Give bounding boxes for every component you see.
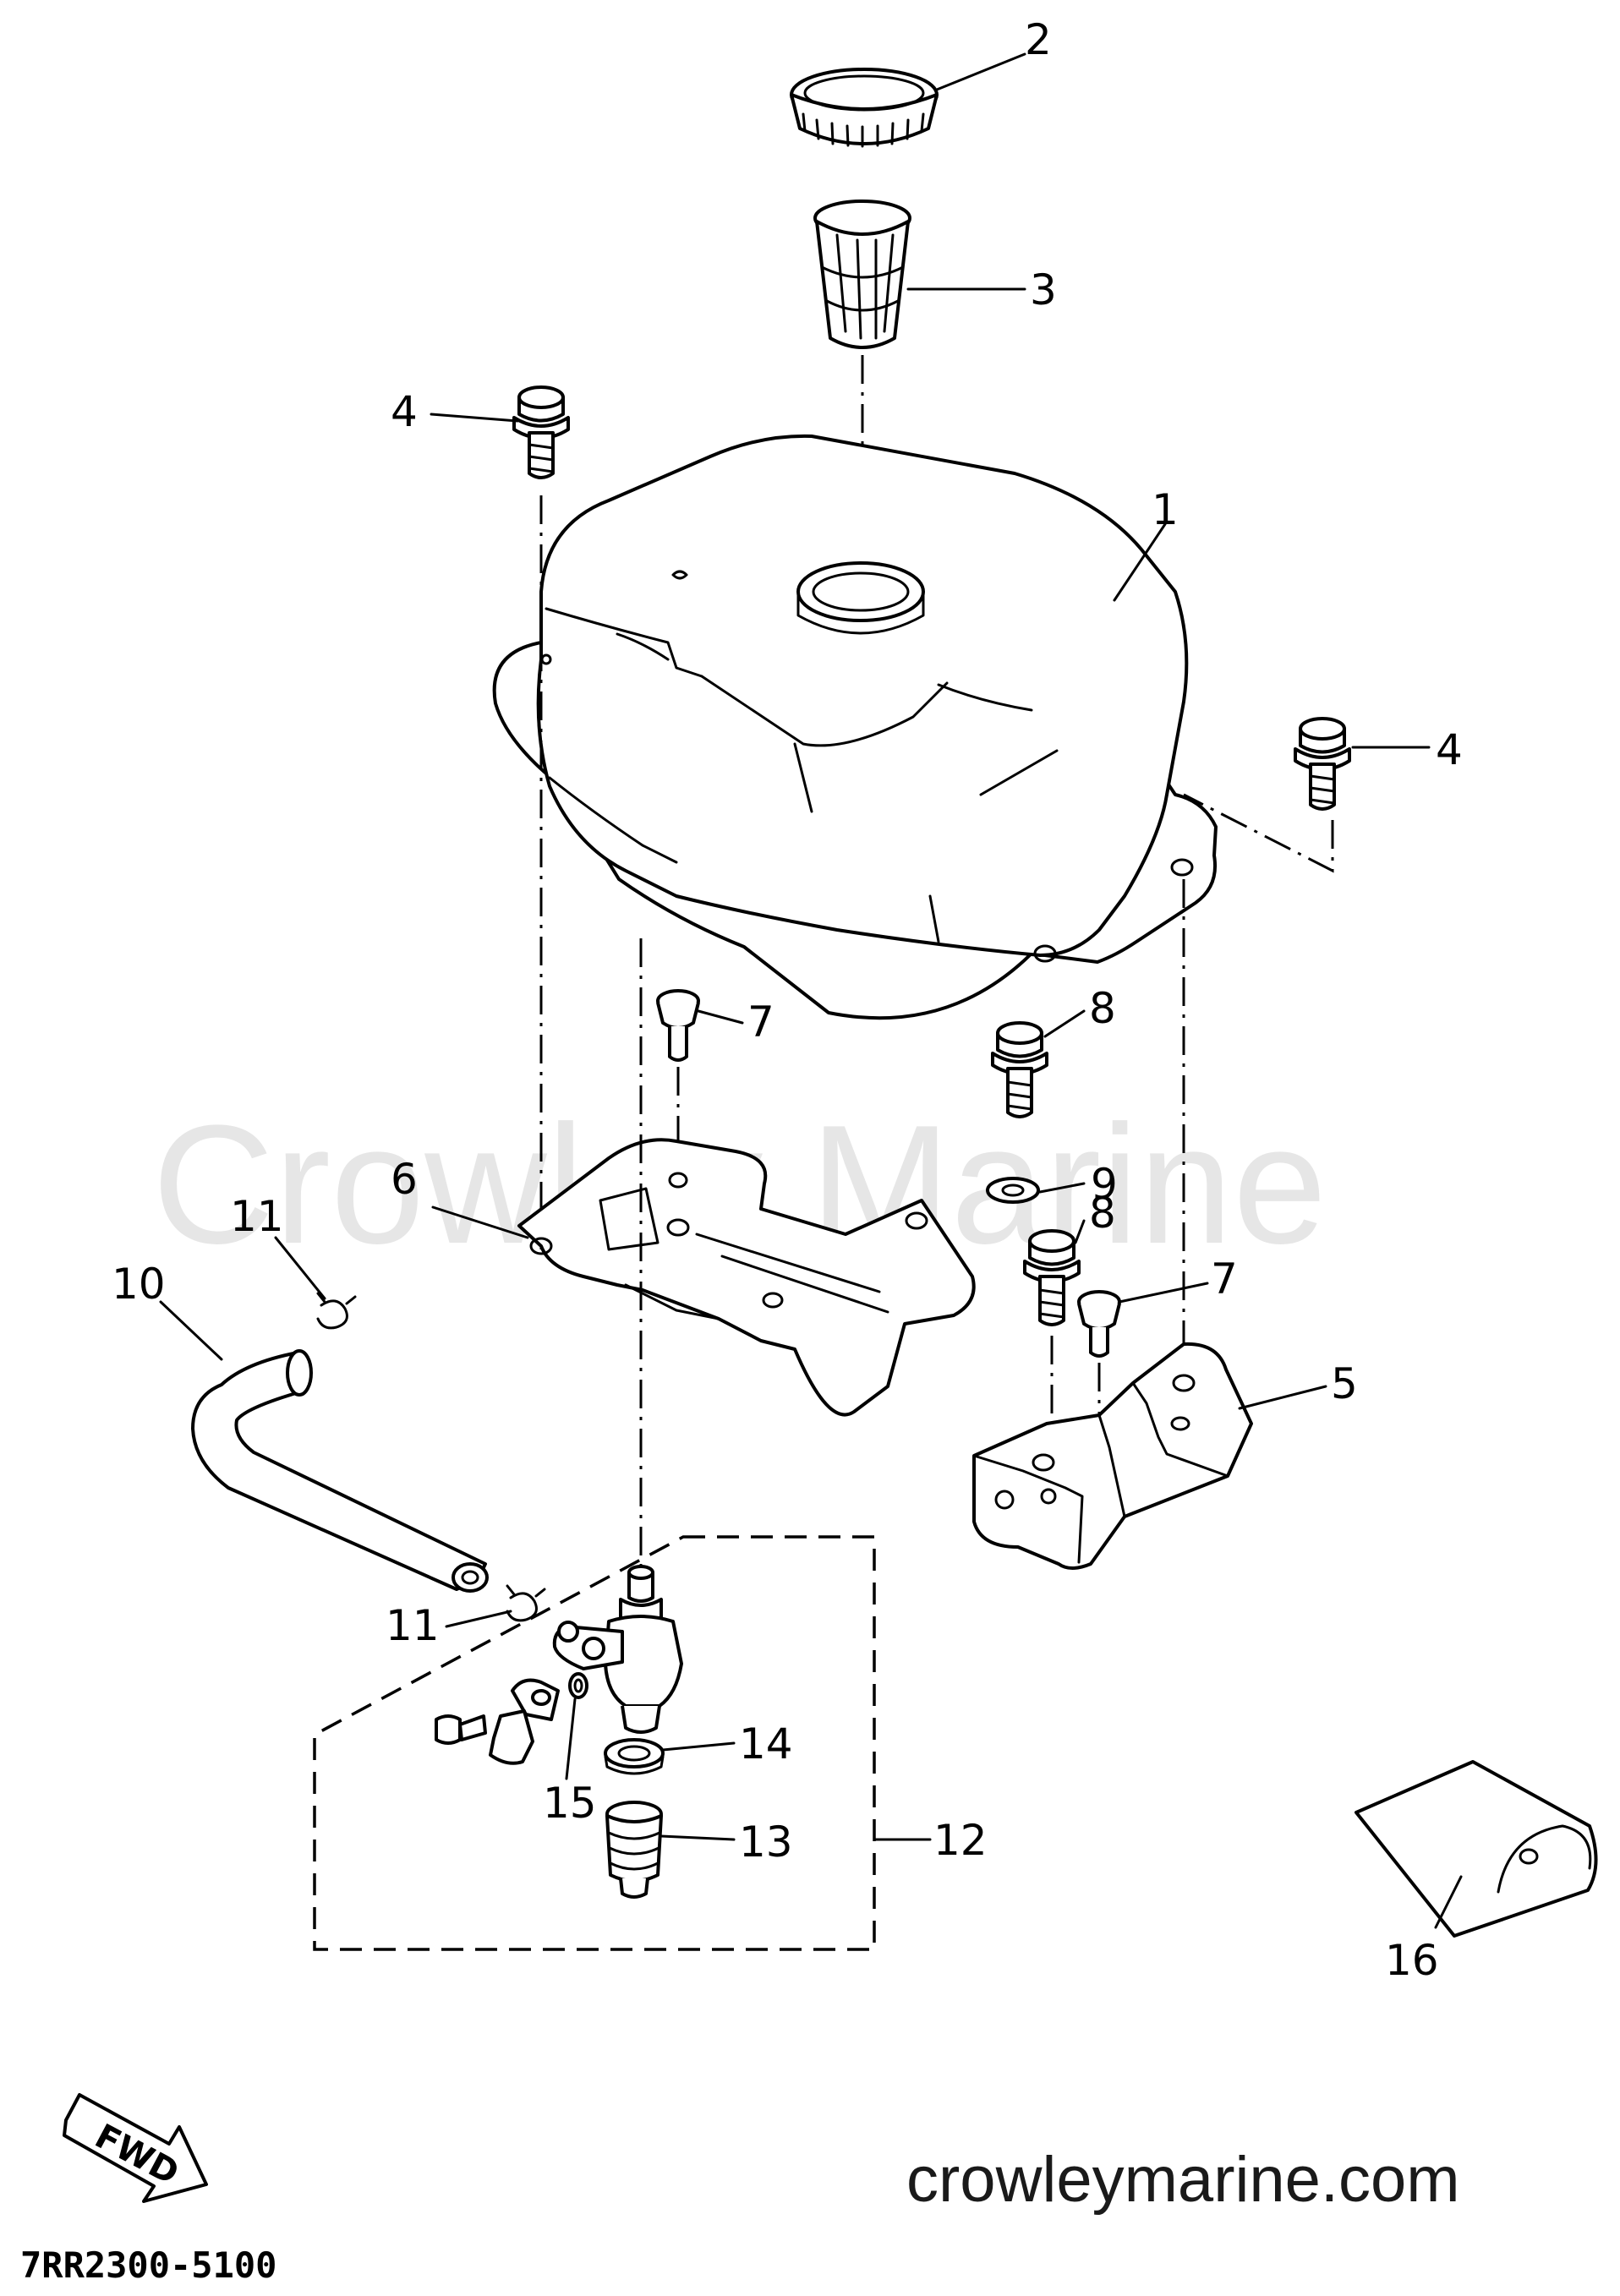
tank-bolt-left (512, 385, 570, 479)
callout-7a: 7 (747, 998, 774, 1047)
manual-bag-part (1355, 1760, 1598, 1938)
fuel-hose-part (191, 1349, 489, 1593)
callout-8a: 8 (1089, 984, 1116, 1033)
callout-15: 15 (543, 1779, 597, 1828)
callout-12: 12 (933, 1816, 988, 1865)
website-label: crowleymarine.com (906, 2144, 1460, 2216)
callout-4a: 4 (391, 387, 418, 436)
centerline-bolt-right (1183, 793, 1334, 873)
callout-8b: 8 (1089, 1189, 1116, 1238)
fuel-cock-assembly-box (313, 1535, 876, 1951)
leader-1 (1113, 522, 1167, 602)
clip-lower (506, 1584, 546, 1622)
bracket-part (972, 1342, 1253, 1570)
callout-2: 2 (1025, 15, 1052, 64)
leader-8b (1074, 1219, 1086, 1244)
tank-bottom-plate (517, 1138, 976, 1417)
fuel-cup-part (605, 1801, 663, 1899)
fuel-tank-part (492, 434, 1218, 1020)
gasket-part (604, 1738, 665, 1775)
grommet-lower (1077, 1290, 1121, 1358)
leader-7b (1118, 1282, 1209, 1304)
callout-10: 10 (112, 1260, 166, 1309)
leader-11b (445, 1610, 512, 1628)
forward-direction-arrow: FWD (63, 2093, 208, 2203)
leader-13 (659, 1834, 736, 1841)
callout-11a: 11 (230, 1192, 284, 1241)
clip-upper (316, 1292, 357, 1330)
o-ring-part (568, 1672, 588, 1699)
leader-8a (1043, 1009, 1086, 1038)
leader-5 (1238, 1385, 1327, 1410)
callout-13: 13 (739, 1818, 793, 1867)
leader-16 (1434, 1875, 1463, 1929)
callout-3: 3 (1030, 265, 1057, 314)
callout-4b: 4 (1436, 725, 1463, 774)
callout-1: 1 (1152, 485, 1179, 534)
drawing-code: 7RR2300-5100 (20, 2244, 276, 2286)
leader-11a (274, 1236, 326, 1300)
callout-6: 6 (391, 1155, 418, 1204)
fuel-cock-screw (435, 1714, 487, 1745)
leader-10 (159, 1300, 223, 1361)
callout-9: 9 (1091, 1160, 1118, 1209)
leader-14 (661, 1741, 736, 1752)
callout-11b: 11 (386, 1601, 440, 1650)
washer-part (986, 1177, 1040, 1204)
fuel-strainer-part (813, 200, 911, 349)
fuel-cap-part (790, 68, 939, 148)
leader-15 (565, 1697, 577, 1780)
fuel-cock-part (489, 1565, 683, 1765)
leader-7a (697, 1009, 744, 1025)
tank-bolt-right (1294, 717, 1351, 811)
grommet-upper (656, 989, 700, 1062)
bolt-upper (991, 1021, 1048, 1118)
leader-2 (935, 52, 1026, 91)
bolt-lower (1023, 1229, 1081, 1326)
callout-7b: 7 (1211, 1255, 1238, 1304)
leader-6 (431, 1205, 529, 1239)
leader-4a (430, 413, 519, 423)
leader-9 (1038, 1182, 1086, 1194)
callout-5: 5 (1331, 1359, 1358, 1408)
callout-14: 14 (739, 1719, 793, 1768)
callout-16: 16 (1385, 1936, 1439, 1985)
